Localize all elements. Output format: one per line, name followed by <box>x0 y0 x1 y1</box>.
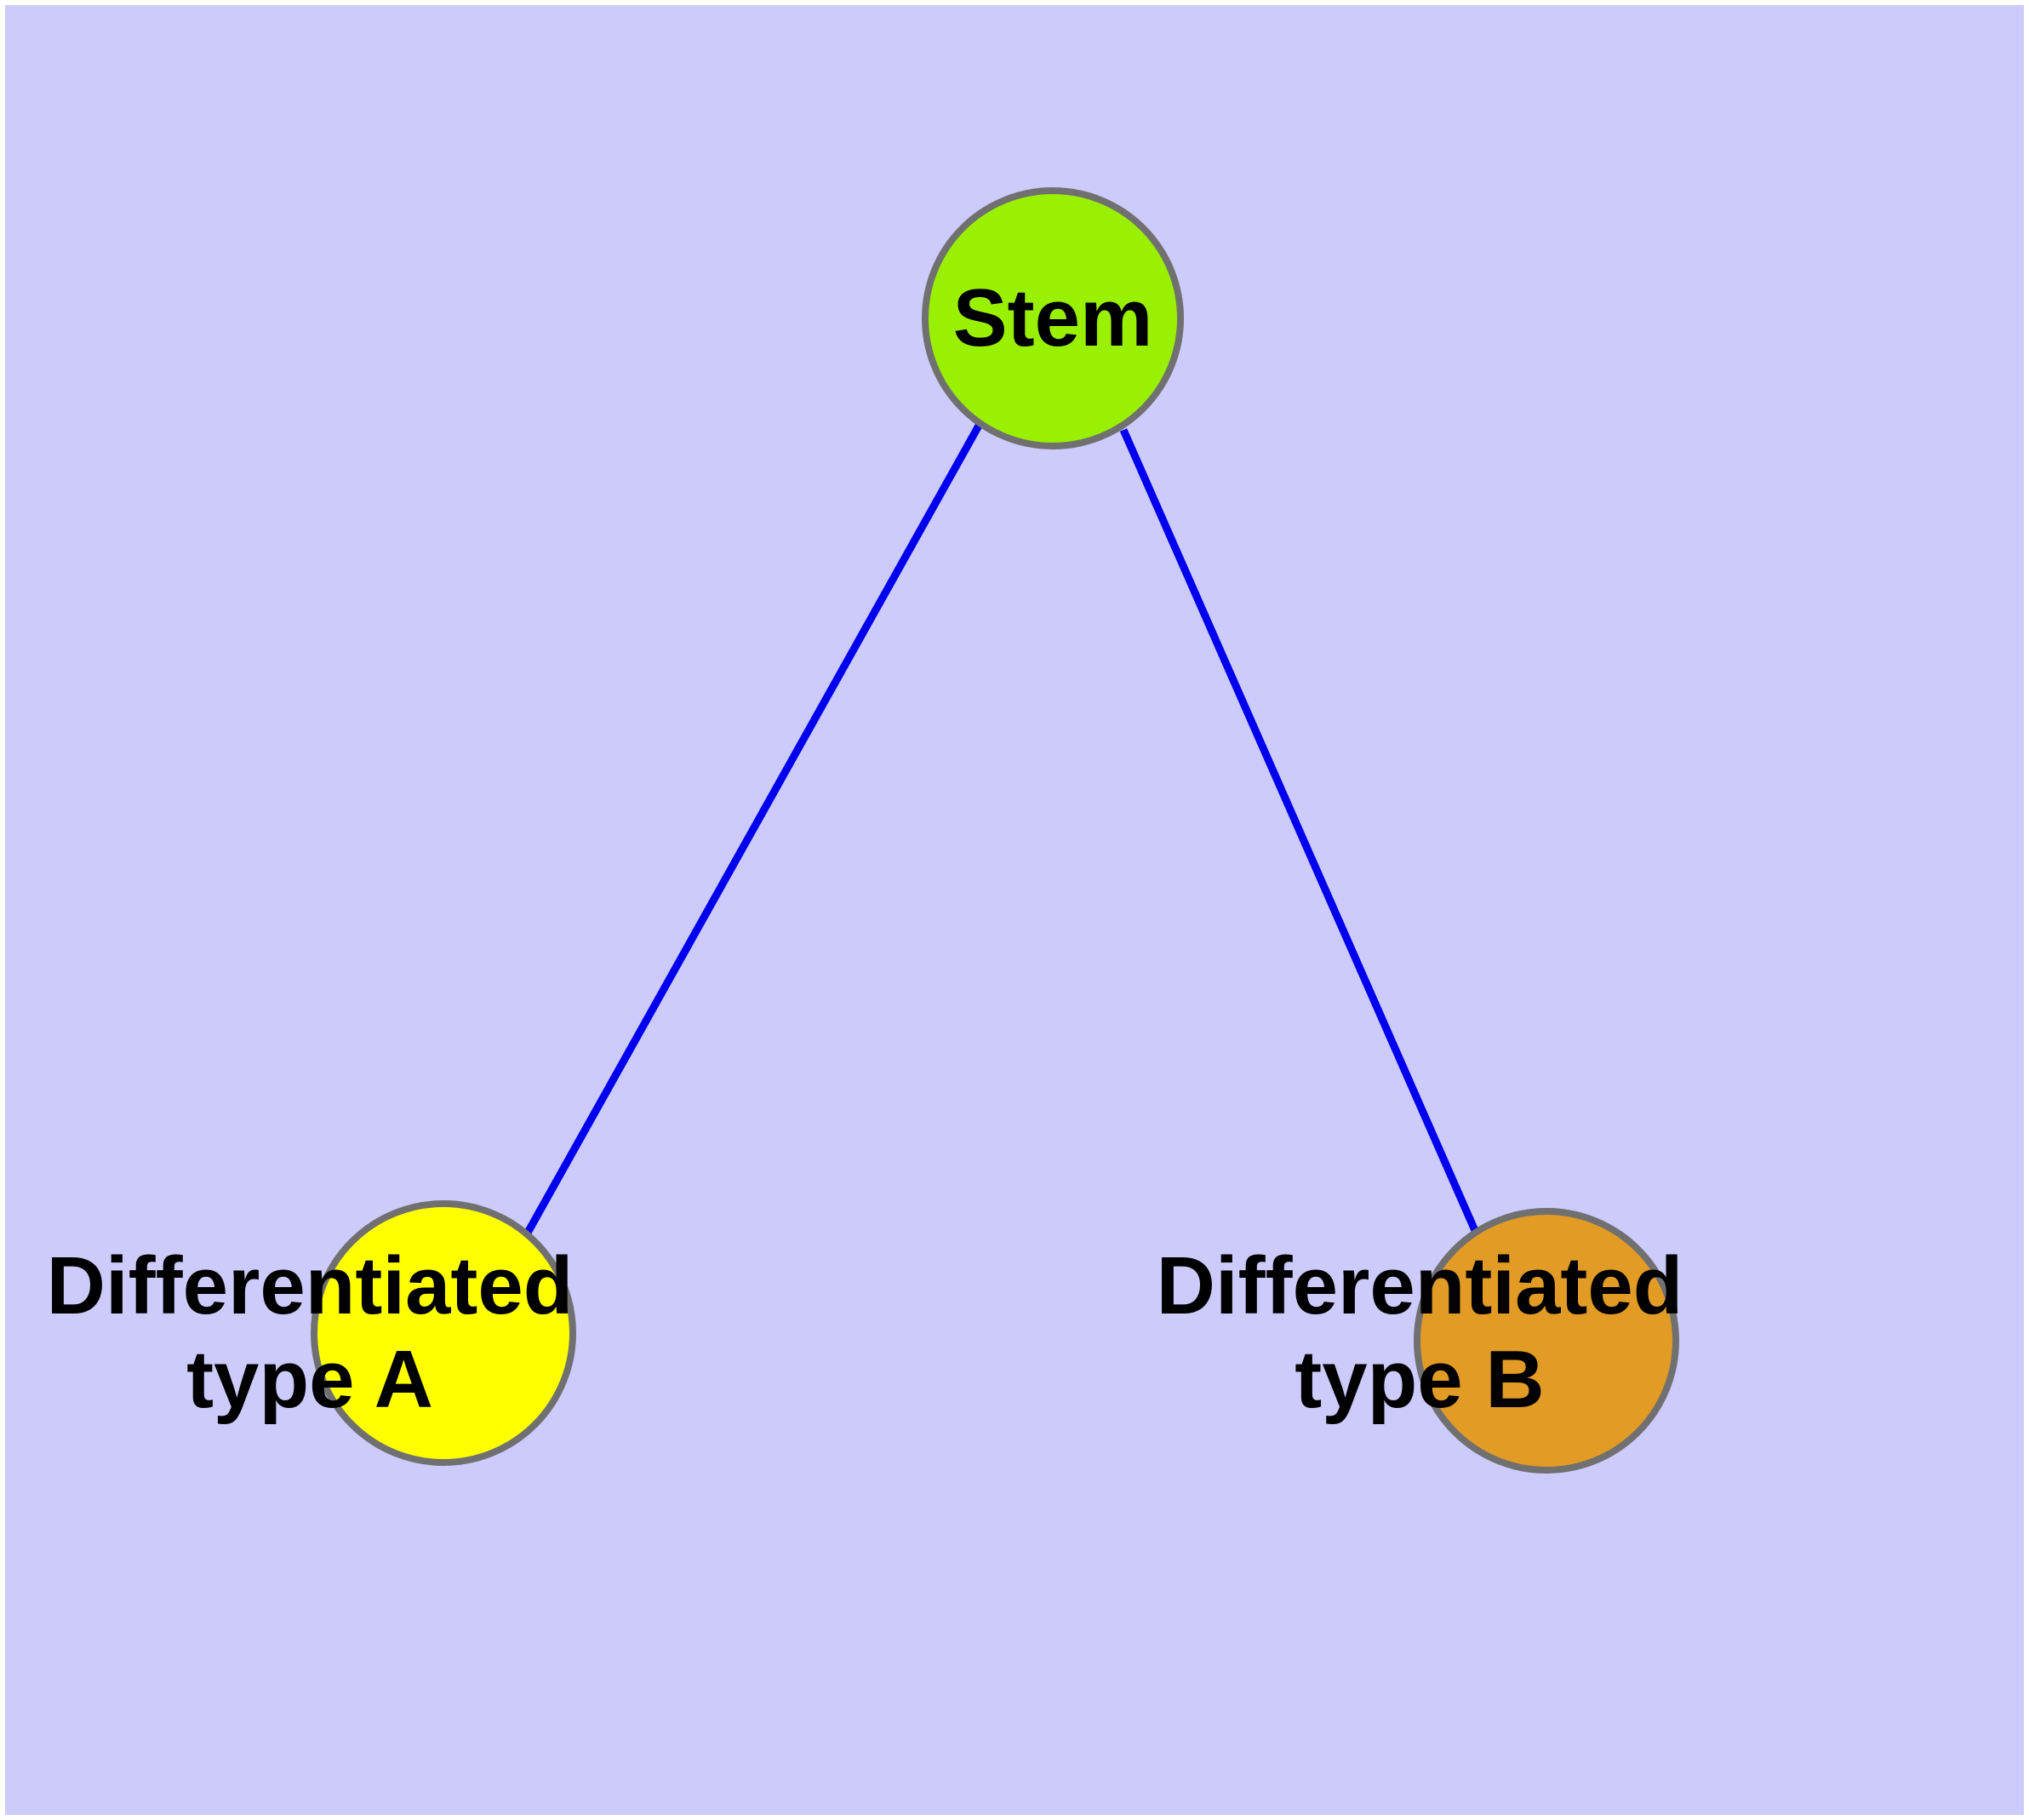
edge-stem-to-diff-a[interactable] <box>524 423 982 1235</box>
node-label-line: Stem <box>953 272 1153 363</box>
node-label-line: Differentiated <box>47 1240 574 1331</box>
node-stem-label: Stem <box>953 272 1153 363</box>
node-stem-circle[interactable] <box>922 187 1184 449</box>
node-diff-b-circle[interactable] <box>1414 1208 1679 1474</box>
node-label-line: type B <box>1295 1334 1544 1425</box>
nodes-layer <box>311 187 1679 1474</box>
node-diff-a-circle[interactable] <box>311 1200 576 1466</box>
node-label-line: Differentiated <box>1157 1240 1683 1331</box>
edges-layer <box>524 423 1481 1236</box>
node-label-line: type A <box>186 1334 433 1425</box>
edge-stem-to-diff-b[interactable] <box>1119 428 1481 1236</box>
